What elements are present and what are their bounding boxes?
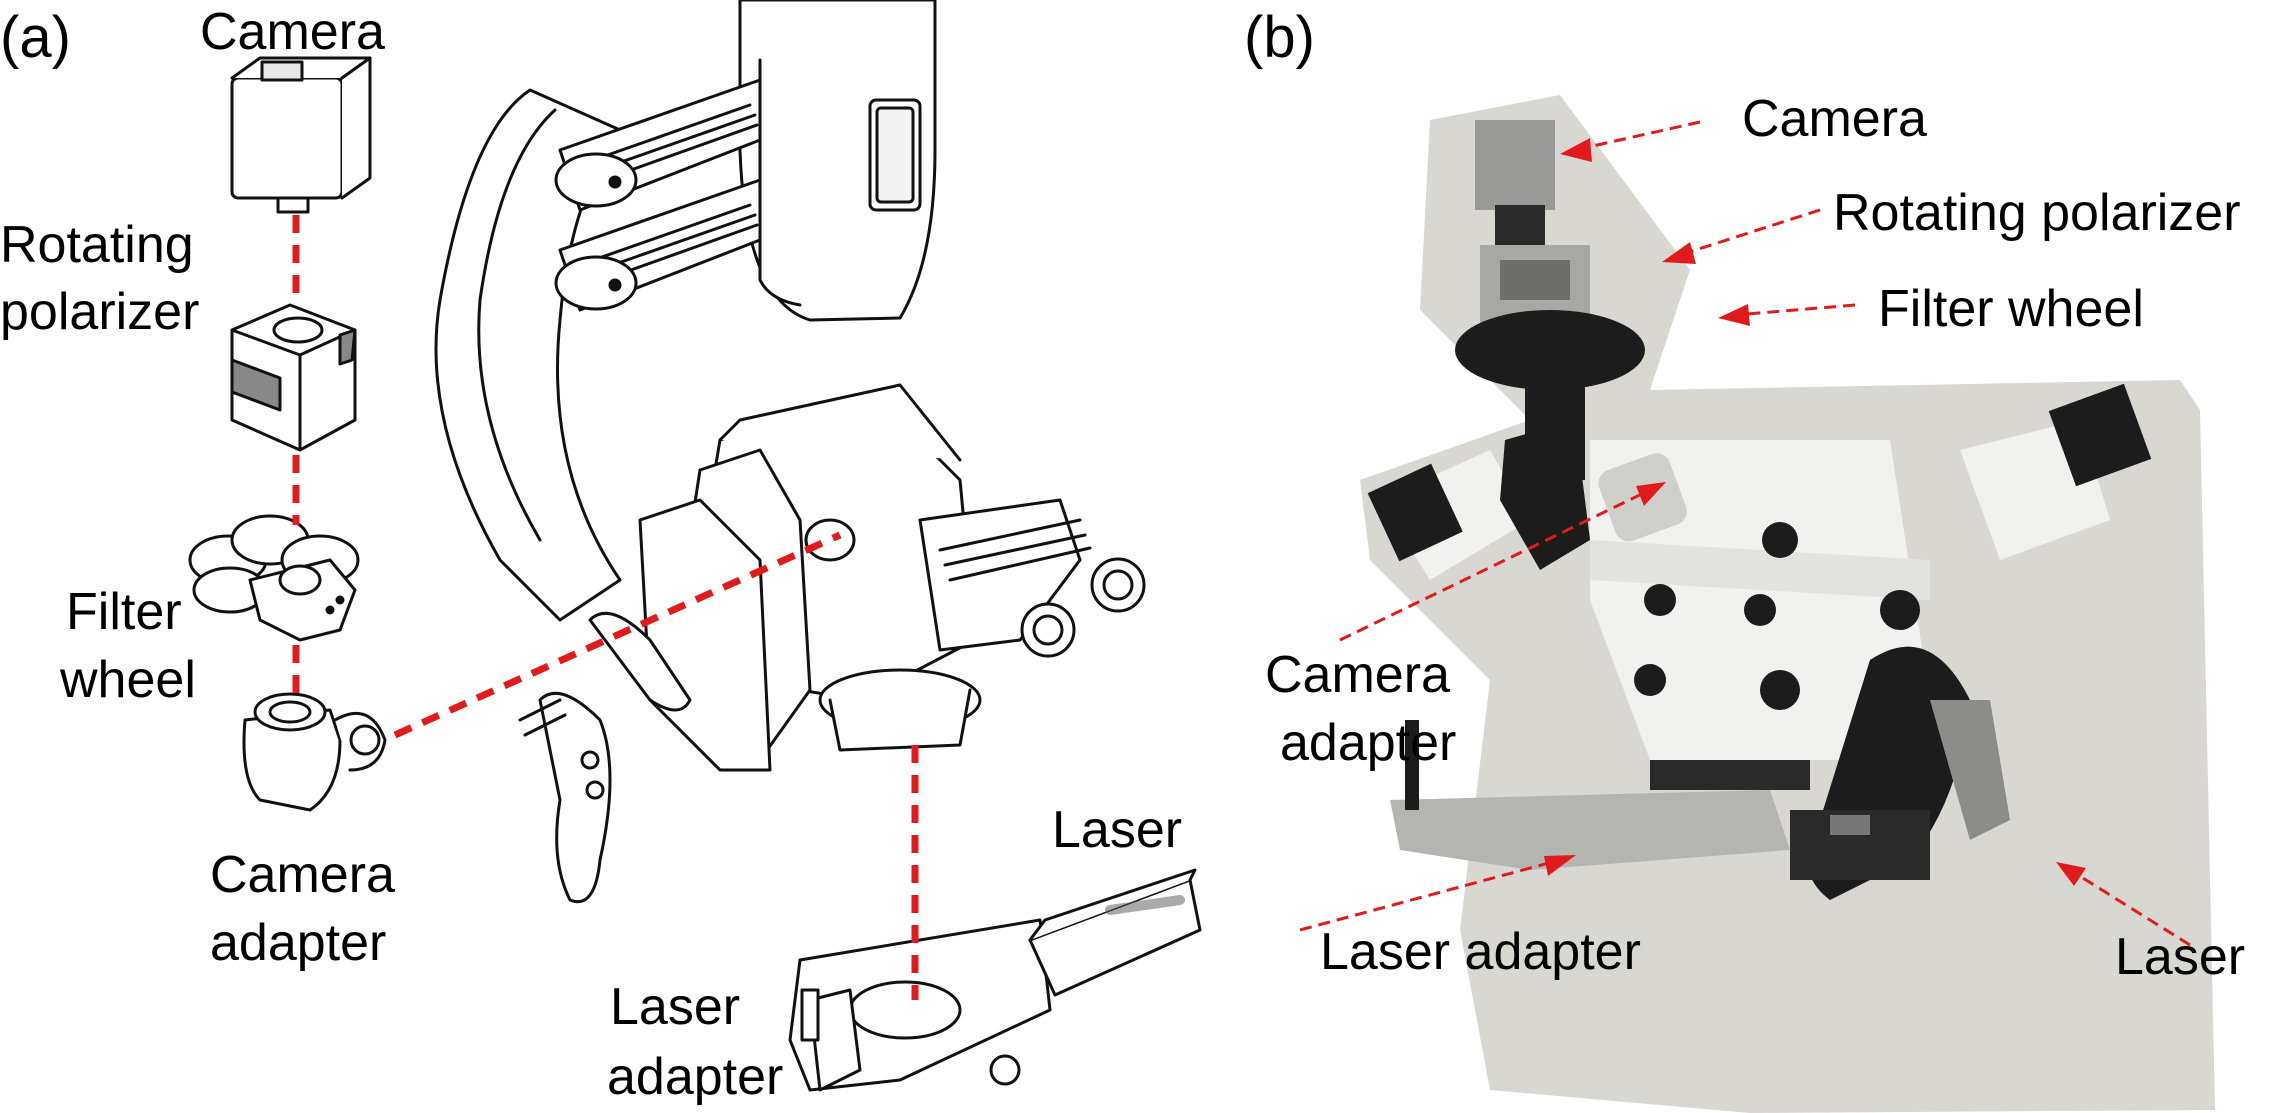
label-b-filter-wheel: Filter wheel	[1878, 280, 2144, 338]
panel-a: (a) Camera Rotating polarizer Filter whe…	[0, 0, 1202, 1106]
label-rotating-polarizer-1: Rotating	[0, 216, 194, 274]
laser-adapter-part	[788, 918, 1052, 1092]
label-camera-adapter-2: adapter	[210, 914, 387, 972]
label-rotating-polarizer-2: polarizer	[0, 283, 200, 341]
label-laser-adapter-2: adapter	[607, 1048, 784, 1106]
rotating-polarizer-part	[230, 303, 357, 452]
photo-filter-wheel	[1455, 310, 1645, 390]
label-b-laser: Laser	[2115, 928, 2246, 986]
panel-b-photo	[1299, 95, 2215, 1113]
label-laser: Laser	[1052, 801, 1183, 859]
label-camera-adapter-1: Camera	[210, 846, 395, 904]
label-b-camera-adapter-2: adapter	[1280, 714, 1457, 772]
label-b-camera-adapter-1: Camera	[1265, 646, 1450, 704]
label-filter-wheel-2: wheel	[60, 651, 196, 709]
label-b-camera: Camera	[1742, 90, 1927, 148]
panel-a-letter: (a)	[0, 5, 71, 70]
camera-part	[230, 56, 372, 214]
callout-arrows	[1299, 120, 2191, 947]
callout-arrowheads	[1544, 138, 2086, 886]
photo-laser-adapter	[1390, 790, 1790, 870]
camera-adapter-part	[242, 692, 387, 812]
panel-b: (b) Camera Rotating polarizer Filter whe…	[1230, 0, 2289, 1113]
stand-column	[738, 0, 937, 322]
label-b-laser-adapter: Laser adapter	[1320, 923, 1641, 981]
laser-part	[1028, 868, 1202, 997]
photo-camera	[1475, 120, 1555, 210]
label-filter-wheel-1: Filter	[66, 583, 182, 641]
assembly-guides	[292, 215, 919, 1000]
label-laser-adapter-1: Laser	[610, 978, 741, 1036]
carrying-arm	[434, 78, 762, 622]
microscope-body	[518, 383, 1146, 903]
filter-wheel-part	[188, 514, 360, 642]
label-camera: Camera	[200, 3, 385, 61]
panel-a-drawing	[188, 0, 1202, 1092]
label-b-rotating-polarizer: Rotating polarizer	[1833, 184, 2241, 242]
panel-b-letter: (b)	[1244, 5, 1315, 70]
